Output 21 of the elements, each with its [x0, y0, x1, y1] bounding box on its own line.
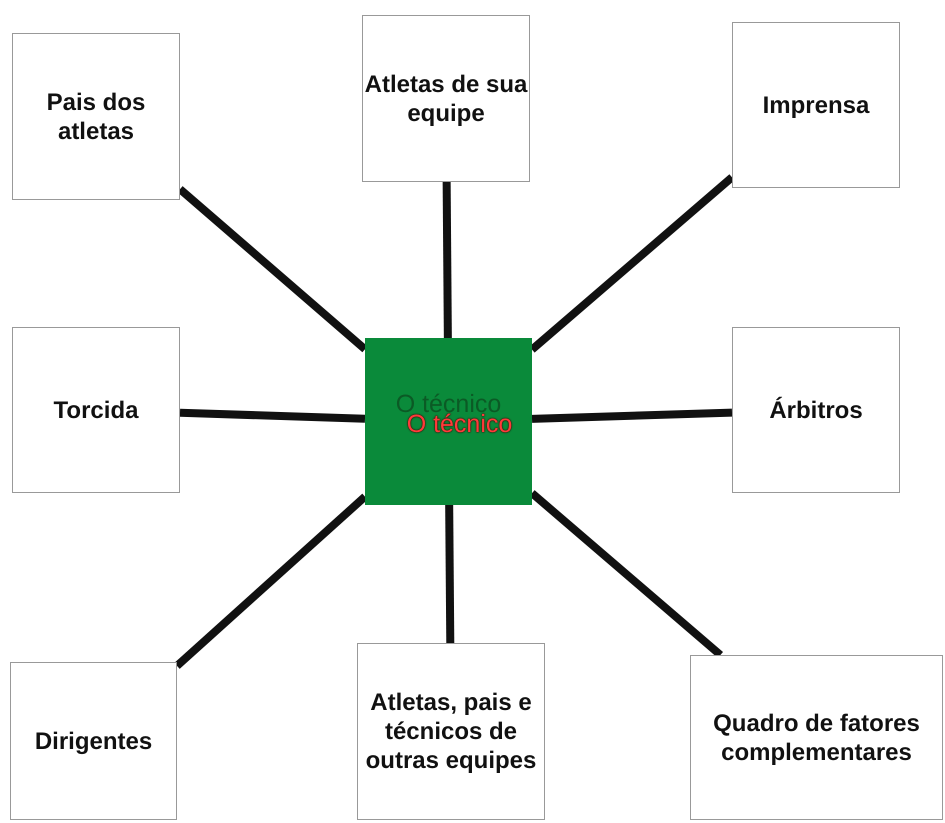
label: Árbitros: [769, 396, 863, 424]
label: Atletas de sua equipe: [364, 70, 528, 128]
label: Torcida: [54, 396, 138, 424]
text-box: [12, 33, 180, 200]
text-box: [690, 655, 943, 820]
text-box: [357, 643, 545, 820]
connector-line: [180, 408, 366, 423]
text-box: [10, 662, 177, 820]
connector-line: [445, 504, 454, 644]
central-box: [365, 338, 532, 505]
label: Imprensa: [762, 90, 870, 120]
label: Dirigentes: [34, 726, 152, 756]
label: Pais dos atletas: [46, 88, 146, 146]
connector-line: [442, 182, 452, 338]
text-box: [732, 22, 900, 188]
text-box: [732, 327, 900, 493]
label: Quadro de fatores complementares: [712, 708, 921, 766]
label: Atletas, pais e técnicos de outras equipes: [364, 688, 538, 775]
connector-line: [532, 408, 732, 423]
text-box: [362, 15, 530, 182]
text-box: [12, 327, 180, 493]
